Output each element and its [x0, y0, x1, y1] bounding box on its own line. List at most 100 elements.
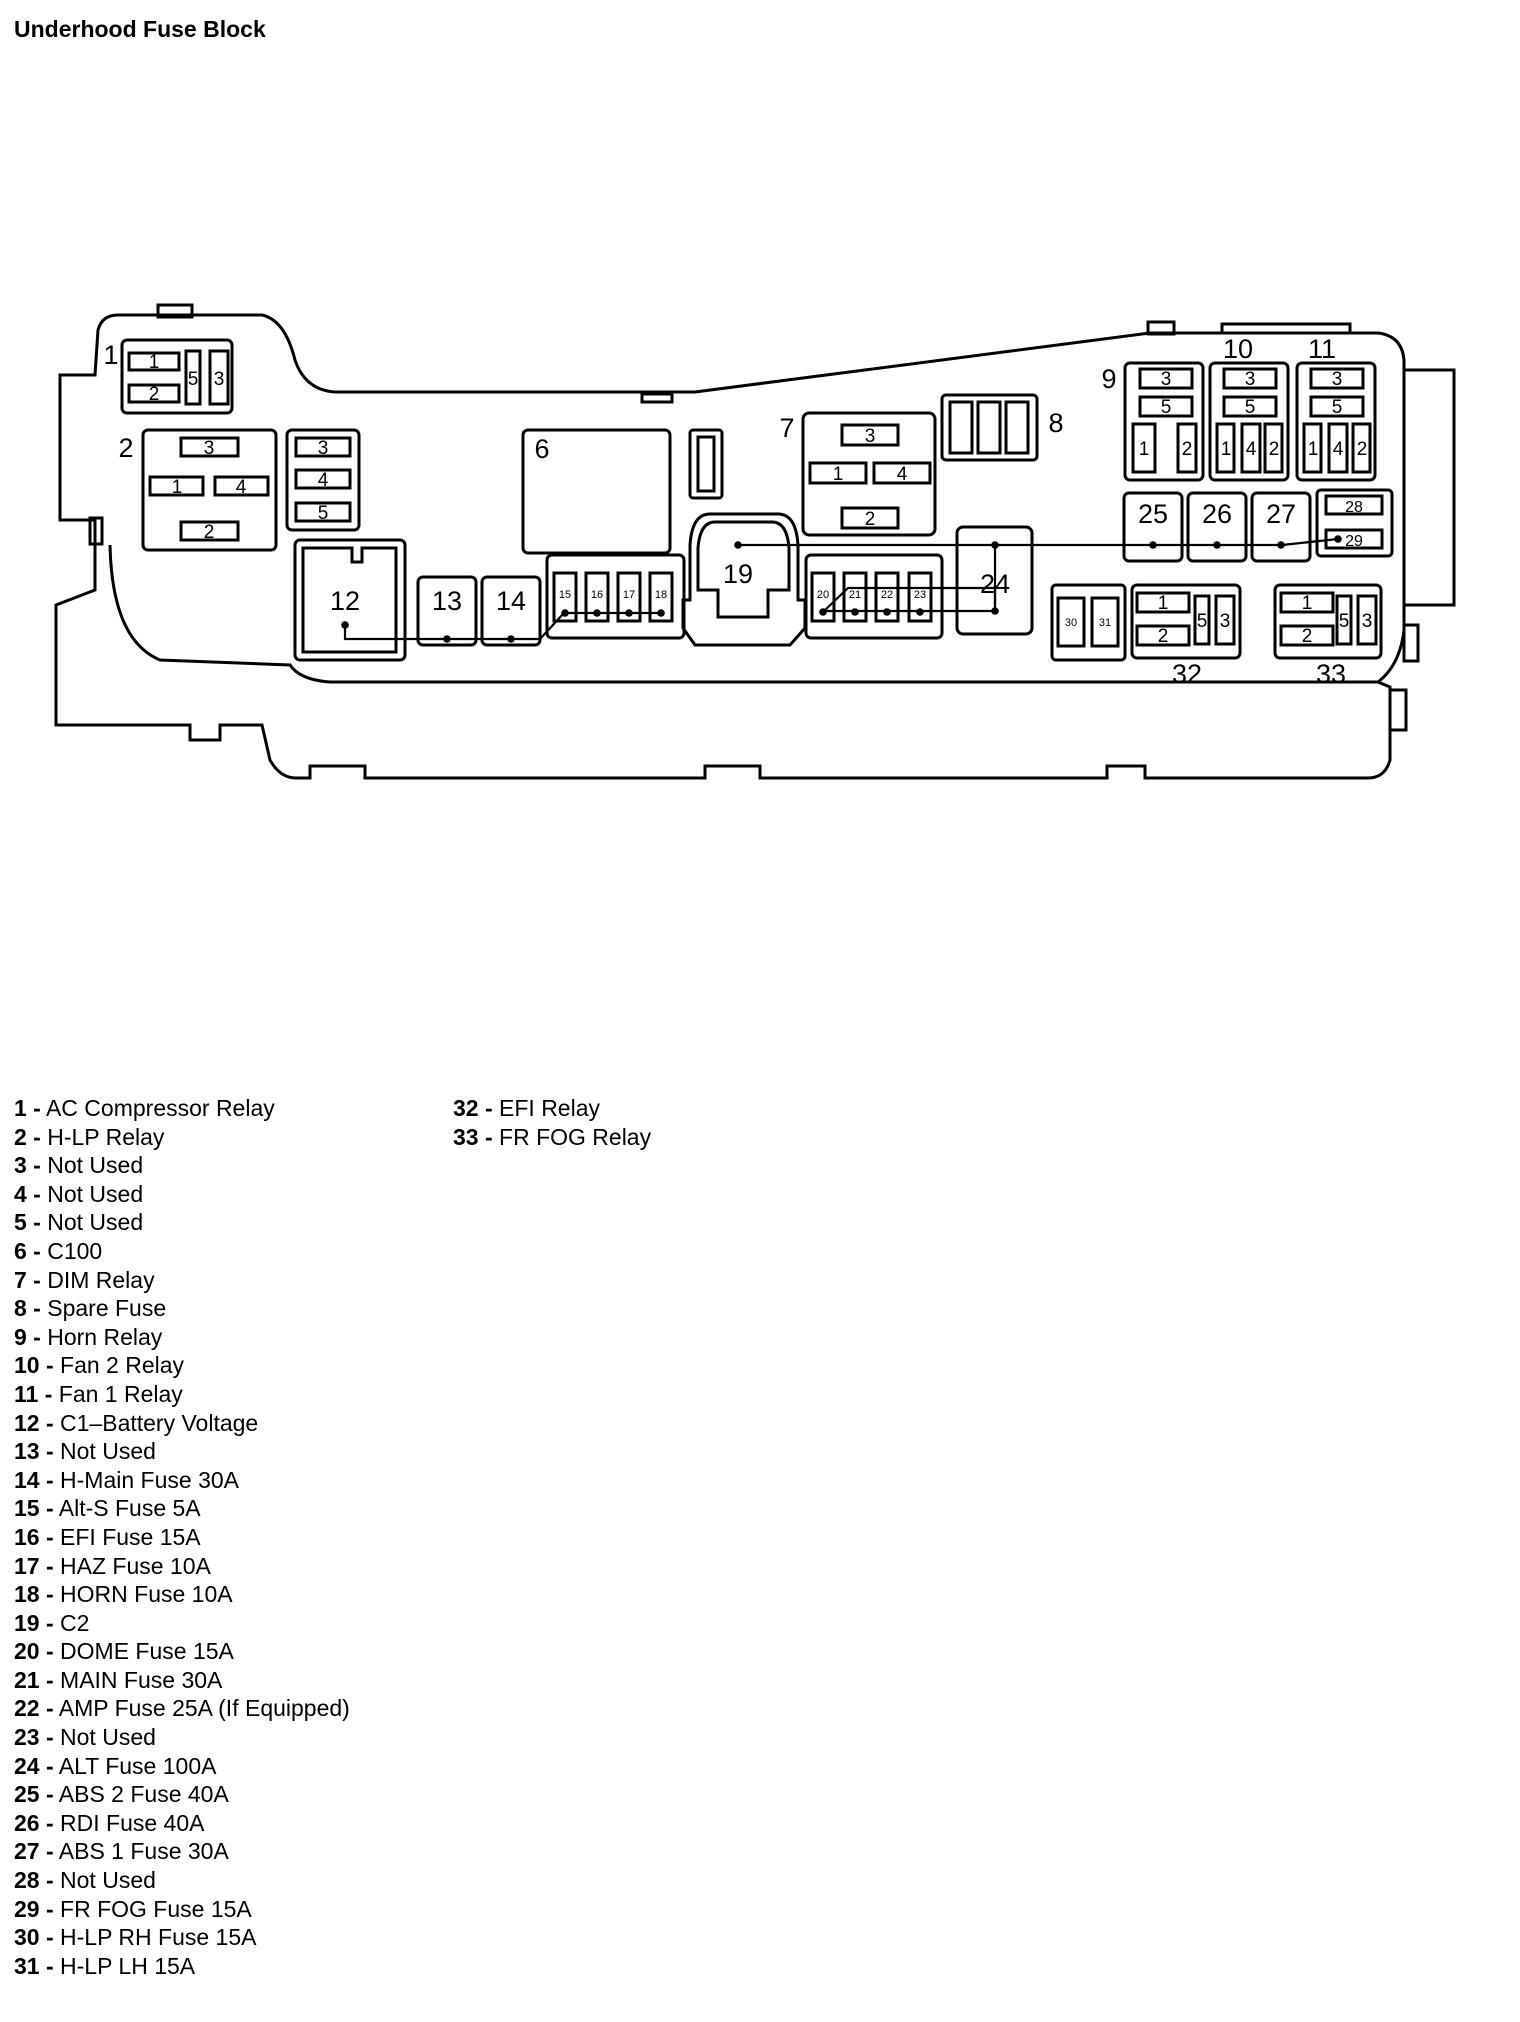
legend-item: 6 - C100 — [14, 1237, 350, 1266]
pin-label: 5 — [1197, 611, 1208, 632]
relay-2-pin-1 — [148, 475, 205, 497]
legend-item: 32 - EFI Relay — [453, 1094, 651, 1123]
pin-label: 2 — [1357, 439, 1368, 460]
dot — [1213, 541, 1221, 549]
fuse-24 — [955, 525, 1034, 636]
relay-2-box — [141, 428, 278, 552]
dot — [1334, 535, 1342, 543]
label-27: 27 — [1266, 499, 1296, 529]
legend-text: C2 — [53, 1609, 90, 1636]
fuse-29 — [1324, 528, 1384, 550]
dot — [916, 608, 924, 616]
legend-item: 30 - H-LP RH Fuse 15A — [14, 1923, 350, 1952]
pin-label: 1 — [1158, 593, 1169, 614]
dot — [625, 609, 633, 617]
legend-text: DIM Relay — [40, 1266, 155, 1293]
spare-fuse-8-box — [940, 393, 1039, 462]
legend-number: 26 - — [14, 1809, 54, 1836]
fuse-21 — [842, 571, 868, 623]
relay-33-pin-5 — [1335, 594, 1353, 646]
legend-text: Fan 2 Relay — [53, 1352, 185, 1379]
label-2: 2 — [118, 433, 133, 463]
relay-10-pin-4 — [1240, 422, 1262, 474]
legend-number: 24 - — [14, 1752, 54, 1779]
pin-label: 5 — [1339, 611, 1350, 632]
tab-right — [1402, 368, 1456, 607]
legend-number: 20 - — [14, 1638, 54, 1665]
fuse-28 — [1324, 494, 1384, 516]
label-6: 6 — [534, 434, 549, 464]
legend-text: DOME Fuse 15A — [53, 1638, 234, 1665]
relay-2-pin-2 — [179, 520, 240, 542]
legend-item: 3 - Not Used — [14, 1151, 350, 1180]
fuse-31 — [1090, 596, 1120, 648]
dot — [593, 609, 601, 617]
label-26: 26 — [1202, 499, 1232, 529]
legend-number: 33 - — [453, 1123, 493, 1150]
legend-item: 17 - HAZ Fuse 10A — [14, 1552, 350, 1581]
slot-3 — [294, 436, 352, 458]
relay-1-pin-3 — [208, 349, 230, 406]
spare-fuse-a — [948, 400, 974, 455]
fuse-27 — [1250, 491, 1312, 563]
legend-text: EFI Relay — [492, 1095, 601, 1121]
relay-7-box — [801, 411, 937, 537]
legend-number: 31 - — [14, 1952, 54, 1979]
connector-12-key — [301, 546, 398, 654]
pin-label: 4 — [897, 464, 908, 485]
legend-text: MAIN Fuse 30A — [53, 1666, 223, 1693]
legend-item: 12 - C1–Battery Voltage — [14, 1409, 350, 1438]
pin-label: 4 — [318, 470, 329, 491]
pin-label: 2 — [1302, 626, 1313, 647]
pin-label: 2 — [865, 509, 876, 530]
relay-33-pin-1 — [1279, 591, 1335, 614]
legend-number: 30 - — [14, 1924, 54, 1951]
small-slot — [688, 428, 724, 500]
dot — [341, 621, 349, 629]
legend-item: 15 - Alt-S Fuse 5A — [14, 1494, 350, 1523]
spare-fuse-c — [1004, 400, 1030, 455]
label-33: 33 — [1316, 659, 1346, 689]
legend-number: 2 - — [14, 1123, 41, 1150]
legend-item: 18 - HORN Fuse 10A — [14, 1580, 350, 1609]
legend-item: 1 - AC Compressor Relay — [14, 1094, 350, 1123]
label-10: 10 — [1223, 334, 1253, 364]
legend-item: 27 - ABS 1 Fuse 30A — [14, 1837, 350, 1866]
tab-left-small — [88, 516, 104, 546]
legend-item: 29 - FR FOG Fuse 15A — [14, 1895, 350, 1924]
legend-text: Fan 1 Relay — [52, 1380, 183, 1407]
label-11: 11 — [1308, 334, 1336, 364]
legend-item: 8 - Spare Fuse — [14, 1294, 350, 1323]
legend-text: Spare Fuse — [40, 1295, 167, 1322]
pin-label: 5 — [1245, 397, 1256, 418]
label-18: 18 — [655, 589, 667, 601]
legend-item: 28 - Not Used — [14, 1866, 350, 1895]
relay-33-pin-2 — [1279, 624, 1335, 647]
relay-1-box — [120, 338, 234, 415]
pin-label: 3 — [865, 426, 876, 447]
dot — [851, 608, 859, 616]
pin-label: 1 — [149, 352, 160, 373]
pin-label: 2 — [204, 522, 215, 543]
fuse-14 — [480, 575, 542, 647]
fuse-20 — [810, 571, 836, 623]
tab-top-right — [1146, 320, 1176, 336]
circuit-line-upper — [738, 537, 1339, 547]
legend-item: 24 - ALT Fuse 100A — [14, 1752, 350, 1781]
housing-outline — [54, 313, 1406, 780]
relay-7-pin-2 — [840, 506, 900, 530]
legend-number: 7 - — [14, 1266, 41, 1293]
relay-11-box — [1295, 361, 1377, 482]
pin-label: 1 — [1139, 439, 1150, 460]
relay-32-box — [1130, 583, 1242, 660]
tab-top-left — [156, 303, 194, 319]
tab-right-lower — [1388, 688, 1408, 732]
dot — [819, 608, 827, 616]
legend-number: 9 - — [14, 1323, 41, 1350]
legend-number: 22 - — [14, 1695, 54, 1722]
connector-19-inner — [696, 520, 791, 619]
legend-number: 17 - — [14, 1552, 54, 1579]
pin-label: 5 — [1161, 397, 1172, 418]
relay-11-pin-3 — [1309, 367, 1365, 390]
legend-item: 13 - Not Used — [14, 1437, 350, 1466]
